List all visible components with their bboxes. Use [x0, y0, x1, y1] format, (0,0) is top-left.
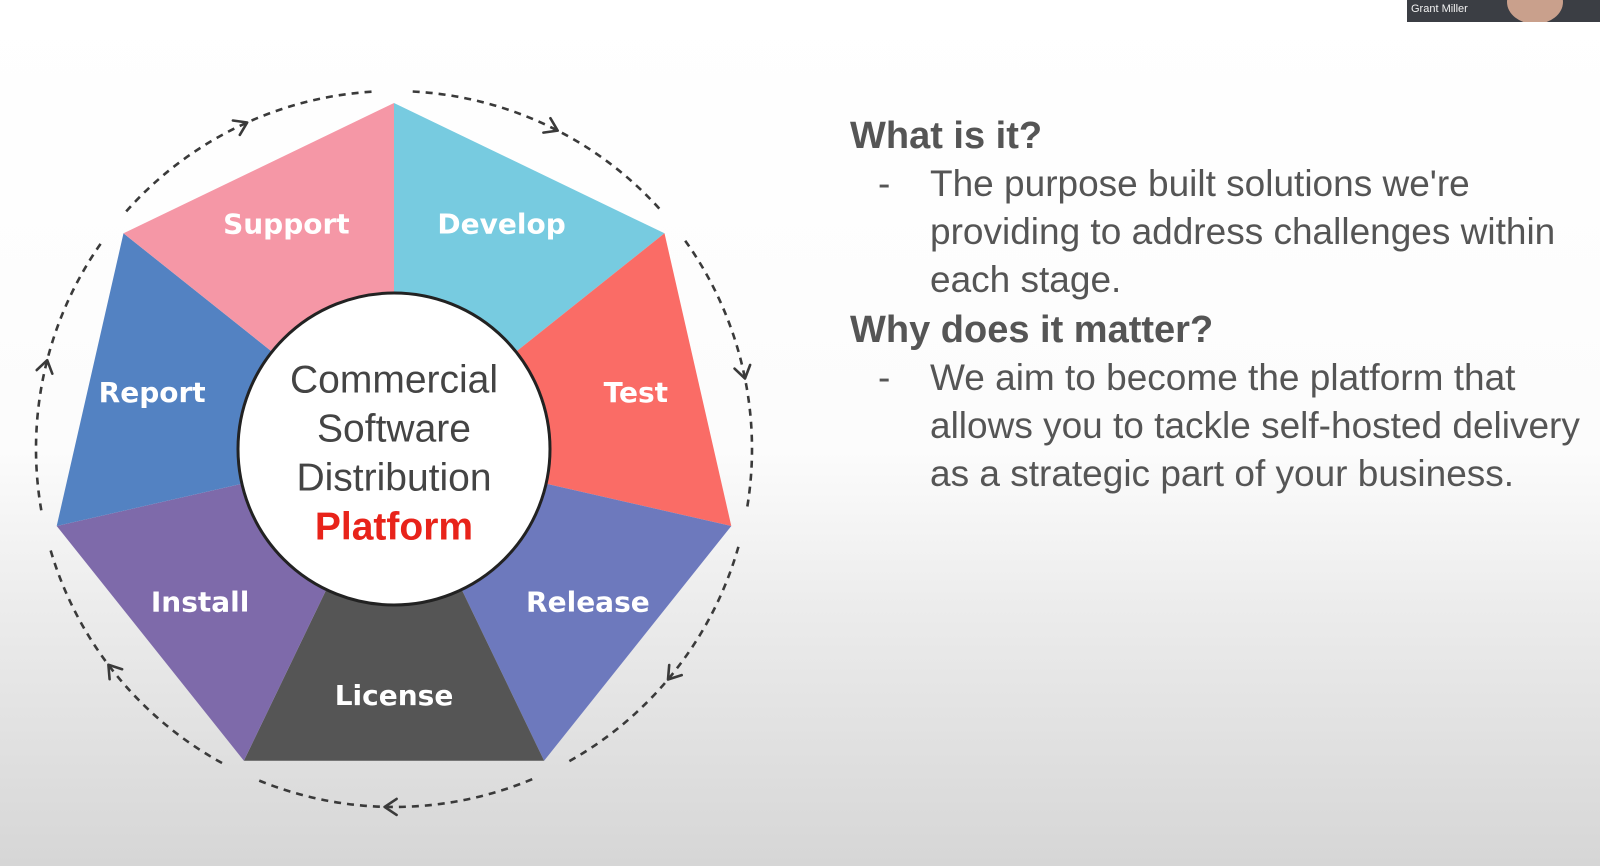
cycle-arc [255, 778, 533, 809]
arrowhead-icon [383, 797, 398, 817]
cycle-arrows [34, 90, 754, 817]
segment-label-license: License [335, 679, 454, 712]
bullet-dash: - [878, 163, 891, 204]
question-what-is-it: What is it? [850, 115, 1043, 157]
hub-line-1: Commercial [290, 358, 498, 401]
segment-label-develop: Develop [437, 208, 565, 241]
answer-what-is-it: - The purpose built solutions we're prov… [850, 160, 1590, 304]
question-why-does-it-matter: Why does it matter? [850, 309, 1214, 351]
arrowhead-icon [107, 663, 124, 681]
arrowhead-icon [231, 119, 249, 137]
hub-line-2: Software [317, 407, 471, 450]
answer-text: We aim to become the platform that allow… [930, 357, 1580, 494]
segment-label-test: Test [604, 376, 668, 409]
segment-label-release: Release [526, 586, 650, 619]
notes-panel: What is it? - The purpose built solution… [850, 112, 1590, 500]
arrowhead-icon [35, 358, 54, 375]
answer-text: The purpose built solutions we're provid… [930, 163, 1556, 300]
hub-circle [236, 291, 552, 607]
bullet-dash: - [878, 357, 891, 398]
hub-line-3: Distribution [296, 456, 491, 499]
answer-why-does-it-matter: - We aim to become the platform that all… [850, 354, 1590, 498]
segment-label-support: Support [223, 208, 350, 241]
webcam-presenter-name: Grant Miller [1411, 3, 1468, 15]
webcam-person-face [1507, 0, 1563, 22]
arrowhead-icon [666, 663, 683, 681]
webcam-thumbnail: Grant Miller [1407, 0, 1600, 22]
arrowhead-icon [733, 363, 752, 380]
segment-label-report: Report [99, 376, 206, 409]
hub-platform-label: Platform [315, 505, 473, 548]
segment-label-install: Install [151, 586, 250, 619]
arrowhead-icon [542, 116, 559, 134]
